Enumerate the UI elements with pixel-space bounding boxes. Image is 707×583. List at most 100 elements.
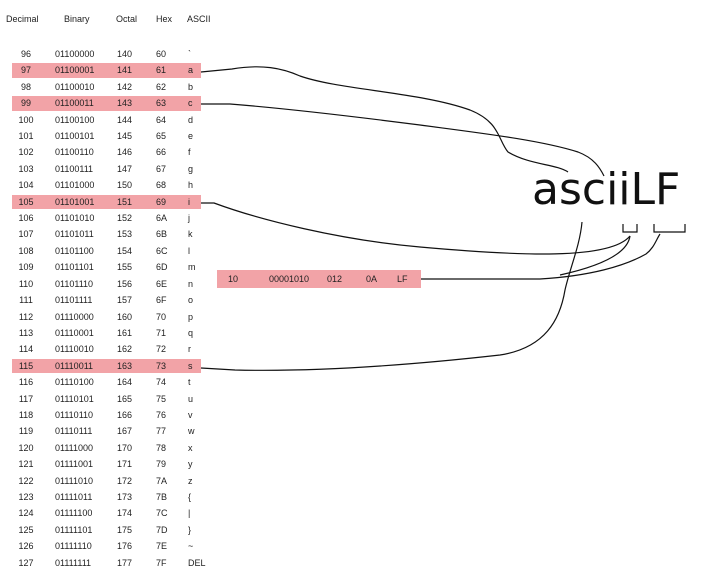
cell-ascii: u [188,393,194,404]
cell-binary: 01110001 [55,327,94,338]
cell-decimal: 106 [18,213,34,224]
cell-decimal: 117 [18,393,34,404]
cell-hex: 7A [156,475,168,486]
cell-ascii: g [188,163,194,174]
cell-binary: 01110110 [55,409,94,420]
cell-hex: 79 [156,459,167,470]
cell-hex: 64 [156,114,167,125]
cell-octal: 162 [117,344,133,355]
cell-binary: 01100011 [55,98,94,109]
header-decimal: Decimal [6,14,39,24]
cell-ascii: j [188,213,190,224]
cell-octal: 175 [117,524,133,535]
cell-octal: 150 [117,180,133,191]
cell-decimal: 98 [20,81,31,92]
cell-ascii: ` [188,49,191,59]
cell-octal: 144 [117,114,133,125]
lf-row: 10 00001010 012 0A LF [217,270,421,288]
cell-hex: 71 [156,327,167,338]
lf-hex: 0A [366,274,378,284]
header-binary: Binary [64,14,90,24]
cell-decimal: 96 [20,49,31,59]
cell-decimal: 111 [19,295,33,306]
cell-hex: 62 [156,81,167,92]
cell-decimal: 115 [18,360,34,371]
cell-decimal: 108 [18,245,34,256]
cell-binary: 01111111 [55,557,92,568]
cell-decimal: 112 [18,311,34,322]
cell-ascii: c [188,98,193,109]
connector-i-second [559,235,631,276]
cell-ascii: DEL [188,557,206,568]
cell-decimal: 116 [18,377,34,388]
bracket-lf [653,224,686,233]
cell-octal: 177 [117,557,133,568]
cell-binary: 01100000 [55,49,95,59]
cell-ascii: o [188,295,194,306]
cell-binary: 01101110 [55,278,94,289]
cell-hex: 75 [156,393,167,404]
cell-ascii: x [188,442,193,453]
cell-ascii: l [188,245,190,256]
cell-hex: 6F [156,295,167,306]
cell-ascii: e [188,131,194,142]
cell-decimal: 100 [18,114,34,125]
cell-ascii: ~ [188,541,194,552]
cell-binary: 01100100 [55,114,95,125]
cell-binary: 01110010 [55,344,94,355]
cell-ascii: n [188,278,194,289]
cell-decimal: 109 [18,262,34,273]
cell-ascii: p [188,311,194,322]
cell-ascii: m [188,262,196,273]
cell-ascii: d [188,114,194,125]
cell-octal: 174 [117,508,133,519]
cell-binary: 01111101 [55,524,93,535]
cell-hex: 67 [156,163,167,174]
cell-decimal: 126 [18,541,34,552]
connector-s [200,221,583,371]
cell-decimal: 119 [18,426,34,437]
lf-ascii: LF [397,274,408,284]
cell-decimal: 101 [18,131,34,142]
cell-ascii: s [188,360,193,371]
cell-hex: 66 [156,147,167,158]
cell-binary: 01101100 [55,245,94,256]
cell-hex: 63 [156,98,167,109]
cell-binary: 01110111 [55,426,93,437]
cell-binary: 01111110 [55,541,92,552]
cell-binary: 01101001 [55,196,95,207]
header-ascii: ASCII [187,14,211,24]
cell-decimal: 124 [18,508,34,519]
cell-binary: 01101010 [55,213,95,224]
cell-hex: 7D [156,524,168,535]
cell-decimal: 123 [18,491,34,502]
cell-octal: 176 [117,541,133,552]
cell-octal: 167 [117,426,133,437]
cell-decimal: 121 [18,459,34,470]
cell-ascii: } [188,524,192,535]
cell-decimal: 110 [18,278,34,289]
cell-binary: 01100101 [55,131,95,142]
cell-decimal: 105 [18,196,34,207]
cell-binary: 01100001 [55,65,95,76]
cell-hex: 6E [156,278,168,289]
cell-decimal: 127 [18,557,34,568]
cell-octal: 157 [117,295,133,306]
cell-hex: 6D [156,262,168,273]
cell-octal: 145 [117,131,133,142]
cell-binary: 01111010 [55,475,94,486]
